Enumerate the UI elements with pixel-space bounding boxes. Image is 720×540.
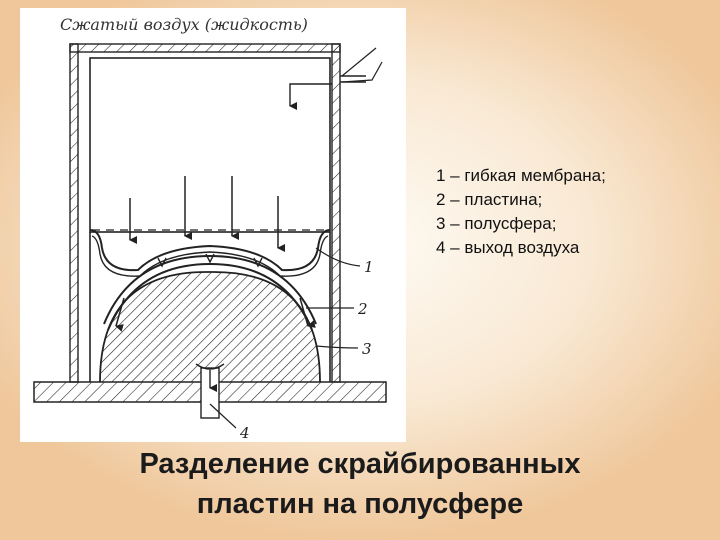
figure-panel: Сжатый воздух (жидкость) [20,8,406,442]
scribe-mark [205,253,215,264]
slide-title: Разделение скрайбированных пластин на по… [0,444,720,524]
callout-2: 2 [357,300,368,318]
figure-caption: Сжатый воздух (жидкость) [60,15,308,34]
slide-title-line-1: Разделение скрайбированных [139,448,581,480]
inner-chamber [89,57,331,233]
callout-leader-4 [209,403,237,429]
flexible-membrane-inner [91,235,329,277]
callout-1: 1 [364,258,374,276]
flexible-membrane [89,229,331,272]
legend-item-plate: 2 – пластина; [436,190,543,209]
edge-arrow-right [299,297,316,328]
plate-inner [107,262,313,331]
legend-item-air-outlet: 4 – выход воздуха [436,238,580,257]
legend-item-membrane: 1 – гибкая мембрана; [436,166,606,185]
scribe-mark [157,257,167,268]
plate-outer [103,254,317,325]
edge-arrow-left [115,297,125,332]
legend-item-hemisphere: 3 – полусфера; [436,214,557,233]
chamber-top-wall [69,43,341,53]
callout-3: 3 [362,340,372,358]
legend: 1 – гибкая мембрана; 2 – пластина; 3 – п… [436,164,606,260]
callout-leader-1 [315,247,361,267]
air-inlet-arrow [289,83,332,110]
chamber-right-wall [331,43,341,383]
callout-4: 4 [239,424,250,442]
scribe-mark [253,257,263,268]
air-outlet-channel [200,367,220,419]
membrane-separation-diagram: Сжатый воздух (жидкость) [33,15,387,442]
slide-title-line-2: пластин на полусфере [196,488,524,520]
callout-leader-3 [315,345,359,349]
chamber-left-wall [69,43,79,383]
